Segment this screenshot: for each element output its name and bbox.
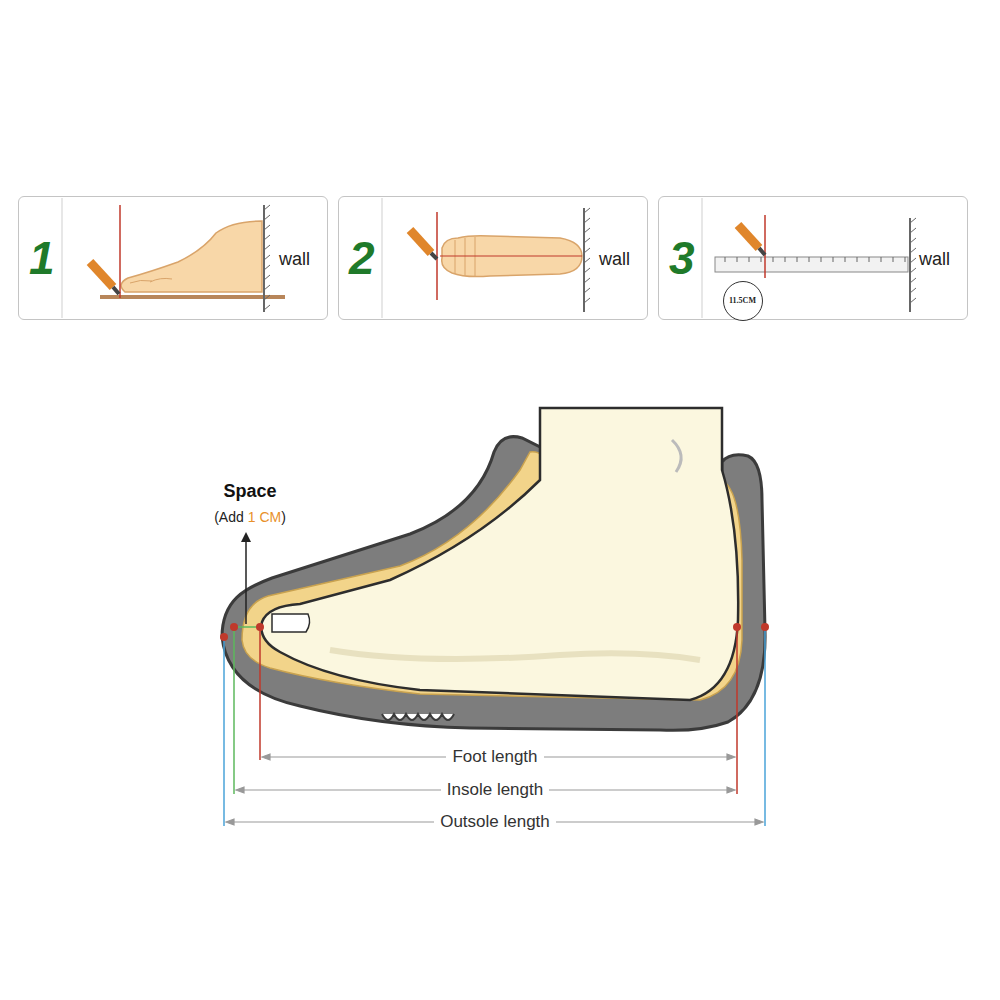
mark-line bbox=[119, 205, 121, 298]
wall-hatch bbox=[584, 208, 590, 312]
mark-line bbox=[764, 215, 766, 278]
note-text: ) bbox=[281, 509, 286, 525]
wall-hatch bbox=[264, 205, 270, 312]
space-arrow bbox=[241, 532, 251, 624]
divider bbox=[382, 198, 383, 318]
dimension-label: Insole length bbox=[441, 780, 549, 800]
foot bbox=[261, 408, 738, 700]
foot-shade bbox=[330, 650, 700, 660]
foot-side bbox=[121, 221, 262, 292]
step-panel: 3 wall 11.5CM bbox=[658, 196, 968, 320]
space-label: Space bbox=[223, 481, 276, 502]
toenail bbox=[272, 614, 310, 632]
measure-circle: 11.5CM bbox=[723, 281, 763, 321]
wall-label: wall bbox=[599, 249, 630, 270]
pencil bbox=[410, 230, 437, 259]
pencil bbox=[90, 262, 119, 294]
step-number: 2 bbox=[349, 231, 375, 285]
divider bbox=[62, 198, 63, 318]
wall-label: wall bbox=[279, 249, 310, 270]
wall-hatch bbox=[910, 218, 916, 312]
tread bbox=[382, 714, 454, 720]
floor bbox=[100, 295, 285, 299]
divider bbox=[702, 198, 703, 318]
red-dots bbox=[220, 623, 769, 641]
ankle-bone bbox=[672, 440, 681, 472]
step-number: 1 bbox=[29, 231, 55, 285]
measure-lines bbox=[224, 627, 765, 826]
step-number: 3 bbox=[669, 231, 695, 285]
step-panel: 2 wall bbox=[338, 196, 648, 320]
mark-line bbox=[440, 256, 582, 257]
pencil bbox=[738, 225, 765, 255]
ruler-ticks bbox=[725, 257, 905, 262]
note-text: (Add bbox=[214, 509, 244, 525]
wall-label: wall bbox=[919, 249, 950, 270]
dimension-label: Outsole length bbox=[434, 812, 556, 832]
step-panel: 1 wall bbox=[18, 196, 328, 320]
ruler bbox=[715, 257, 908, 272]
dimension-label: Foot length bbox=[446, 747, 543, 767]
space-value: 1 CM bbox=[248, 509, 281, 525]
add-note: (Add1 CM) bbox=[214, 509, 286, 525]
toe-lines bbox=[130, 278, 172, 283]
measure-value: 11.5CM bbox=[729, 296, 756, 305]
